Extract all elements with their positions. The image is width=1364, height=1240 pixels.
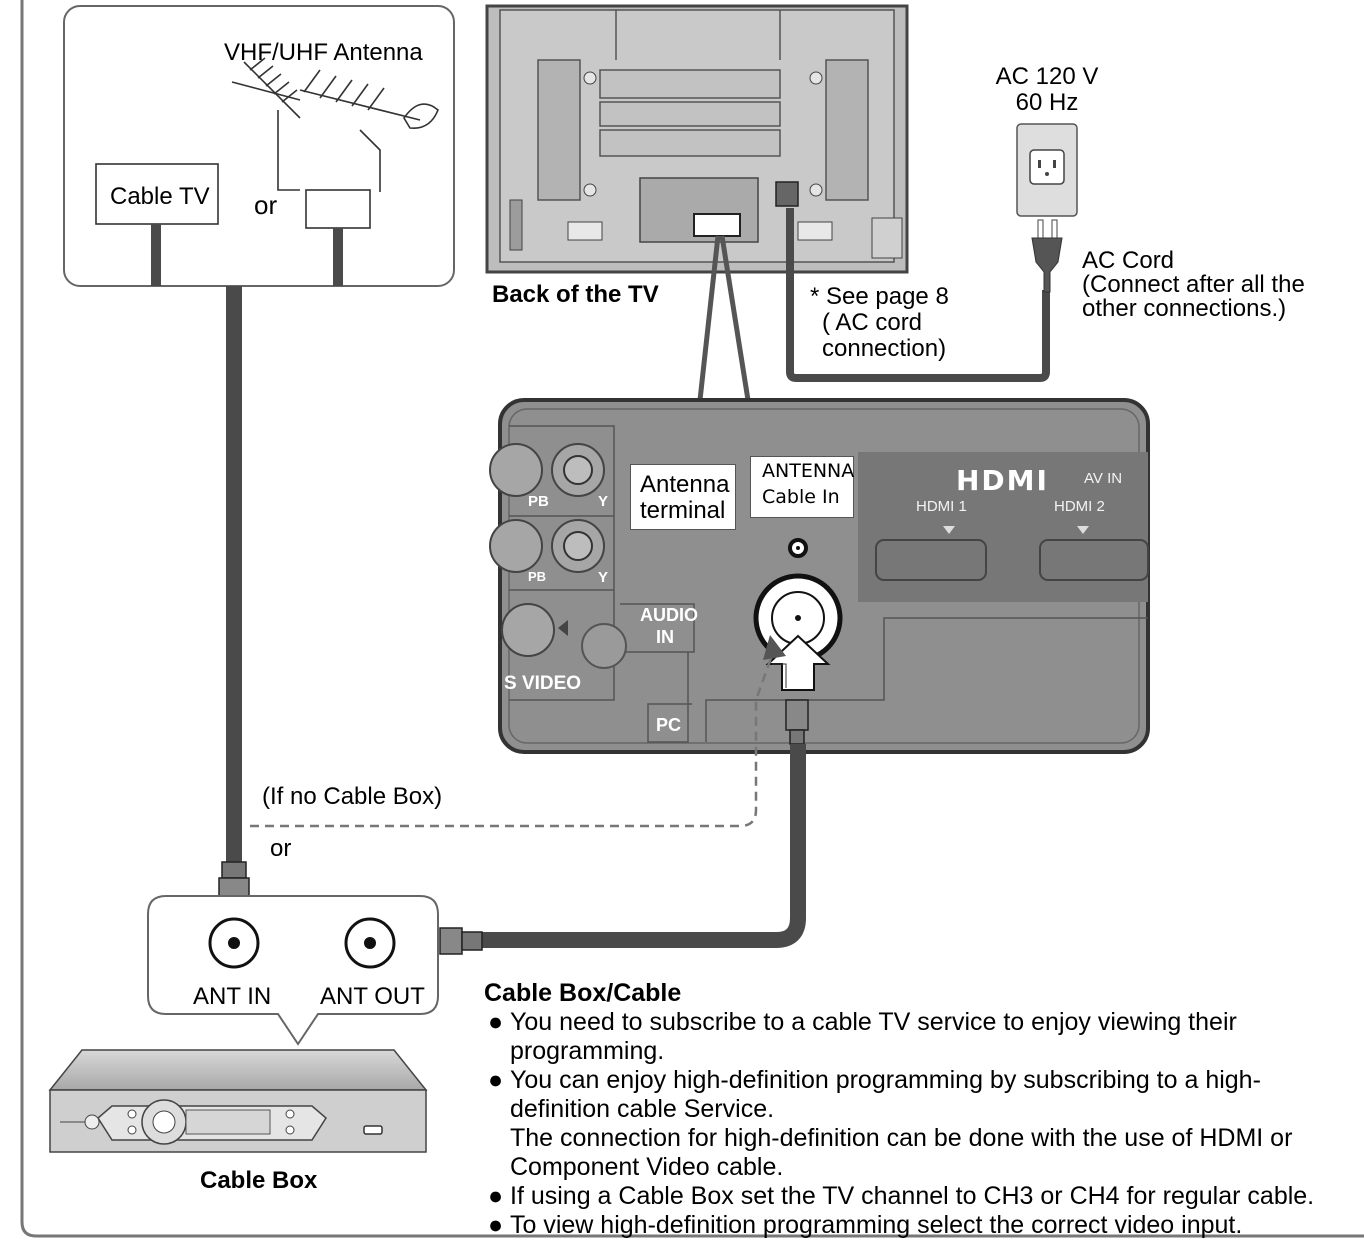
y-label-1: Y xyxy=(598,493,609,510)
cable-box-notes: Cable Box/Cable ● You need to subscribe … xyxy=(484,979,1364,1240)
outlet-label-line1: AC 120 V xyxy=(995,63,1099,90)
note-item: ● You need to subscribe to a cable TV se… xyxy=(484,1008,1364,1066)
note-text: definition cable Service. xyxy=(510,1095,775,1123)
note-text: If using a Cable Box set the TV channel … xyxy=(510,1182,1315,1210)
note-item: ● If using a Cable Box set the TV channe… xyxy=(484,1182,1364,1211)
or-label-middle: or xyxy=(270,835,292,862)
hdmi2-label: HDMI 2 xyxy=(1054,498,1105,515)
outlet-label-line2: 60 Hz xyxy=(1015,89,1079,116)
bullet-icon: ● xyxy=(488,1066,504,1094)
y-label-2: Y xyxy=(598,569,609,586)
antenna-icon xyxy=(231,57,439,192)
ant-out-label: ANT OUT xyxy=(320,983,425,1010)
audio-in-line2: IN xyxy=(656,627,674,647)
antenna-label: VHF/UHF Antenna xyxy=(224,39,423,66)
ac-cord-label: AC Cord xyxy=(1082,247,1175,274)
note-text: You need to subscribe to a cable TV serv… xyxy=(510,1008,1237,1036)
box-to-tv-cable xyxy=(480,744,806,948)
hdmi1-label: HDMI 1 xyxy=(916,498,967,515)
note-item: ● To view high-definition programming se… xyxy=(484,1211,1364,1240)
see-page-line2: ( AC cord xyxy=(822,309,923,336)
pb-label: PB xyxy=(528,493,549,510)
note-text: To view high-definition programming sele… xyxy=(510,1211,1243,1239)
ac-plug xyxy=(1031,219,1063,293)
bullet-icon: ● xyxy=(488,1008,504,1036)
note-text: You can enjoy high-definition programmin… xyxy=(510,1066,1261,1094)
cable-box-panel xyxy=(147,895,439,1046)
note-item: ● You can enjoy high-definition programm… xyxy=(484,1066,1364,1182)
notes-list: ● You need to subscribe to a cable TV se… xyxy=(484,1008,1364,1240)
antenna-terminal-line2: terminal xyxy=(640,497,726,524)
antenna-terminal-line1: Antenna xyxy=(640,471,730,498)
tv-back-caption: Back of the TV xyxy=(492,281,659,308)
zoom-lines xyxy=(697,235,751,401)
notes-heading: Cable Box/Cable xyxy=(484,979,682,1007)
note-text: Component Video cable. xyxy=(510,1153,784,1181)
pc-label: PC xyxy=(656,715,682,735)
cable-box-caption: Cable Box xyxy=(200,1167,318,1194)
antenna-cable-in-box xyxy=(750,456,854,518)
bullet-icon: ● xyxy=(488,1182,504,1210)
note-text: The connection for high-definition can b… xyxy=(510,1124,1293,1152)
tv-power-cord xyxy=(786,208,1050,382)
pb-label-2: PB xyxy=(528,569,547,584)
no-cable-box-label: (If no Cable Box) xyxy=(262,783,443,810)
antenna-cable-in-line1: ANTENNA xyxy=(762,460,855,482)
ant-out-connector xyxy=(439,927,483,955)
av-in-label: AV IN xyxy=(1084,470,1123,487)
see-page-line3: connection) xyxy=(822,335,947,362)
ant-in-connector xyxy=(218,861,250,901)
page-frame xyxy=(20,0,1364,1238)
antenna-box xyxy=(305,189,371,229)
hdmi-logo: HDMI xyxy=(956,464,1049,497)
or-label-top: or xyxy=(254,190,278,220)
note-text: programming. xyxy=(510,1037,665,1065)
antenna-terminal-box xyxy=(630,464,736,530)
tv-connector xyxy=(785,699,809,745)
see-page-line1: * See page 8 xyxy=(810,283,949,310)
bullet-icon: ● xyxy=(488,1211,504,1239)
ac-cord-note-line2: other connections.) xyxy=(1082,295,1287,322)
cable-tv-label: Cable TV xyxy=(110,183,210,210)
audio-in-line1: AUDIO xyxy=(640,605,698,625)
ac-cord-note-line1: (Connect after all the xyxy=(1082,271,1305,298)
s-video-label: S VIDEO xyxy=(504,673,582,694)
ant-in-label: ANT IN xyxy=(193,983,272,1010)
antenna-cable-in-line2: Cable In xyxy=(762,486,840,508)
cable-box-device xyxy=(48,1049,428,1153)
no-cable-box-path xyxy=(250,643,778,828)
